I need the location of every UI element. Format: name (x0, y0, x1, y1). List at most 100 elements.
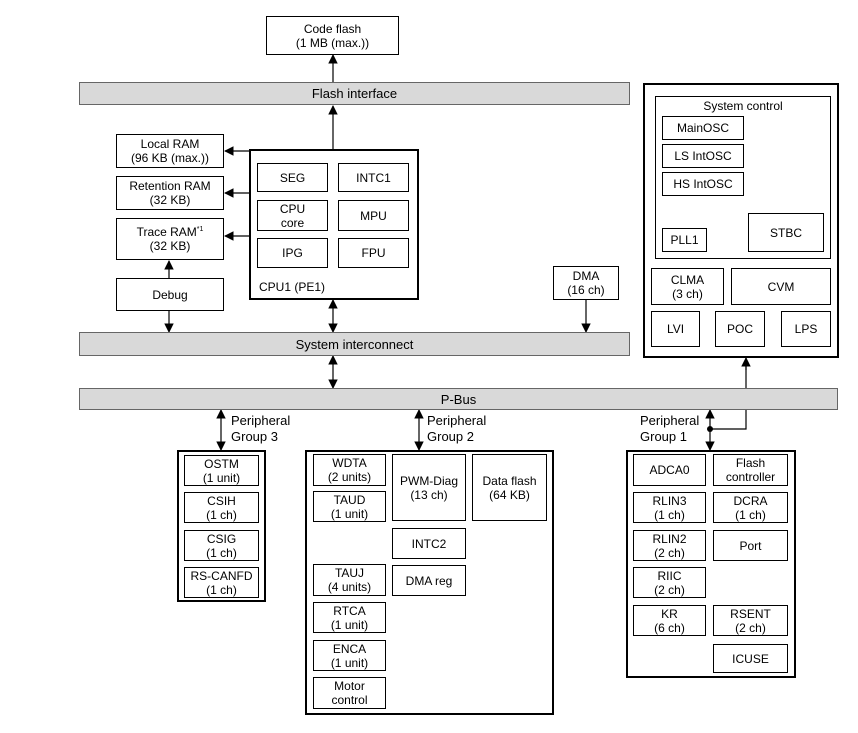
data-flash-title: Data flash (482, 473, 537, 488)
retention-ram-title: Retention RAM (129, 179, 211, 193)
debug-block: Debug (116, 278, 224, 311)
group3-label-2: Group 3 (231, 429, 278, 444)
rtca-block: RTCA (1 unit) (313, 602, 386, 633)
stbc-label: STBC (769, 225, 802, 240)
group3-label: Peripheral Group 3 (231, 413, 290, 445)
fpu-label: FPU (361, 246, 386, 260)
intc1-block: INTC1 (338, 163, 409, 192)
group1-label-2: Group 1 (640, 429, 687, 444)
pll1-label: PLL1 (670, 233, 699, 247)
dma-reg-block: DMA reg (392, 565, 466, 596)
data-flash-size: (64 KB) (489, 487, 530, 502)
motor-control-title: Motor (334, 679, 365, 693)
ostm-title: OSTM (204, 456, 239, 471)
adca0-block: ADCA0 (633, 454, 706, 486)
local-ram-size: (96 KB (max.)) (130, 151, 209, 165)
enca-title: ENCA (332, 641, 367, 656)
ls-intosc-block: LS IntOSC (662, 144, 744, 168)
ostm-block: OSTM (1 unit) (184, 455, 259, 486)
junction-dot (707, 426, 713, 432)
local-ram-block: Local RAM (96 KB (max.)) (116, 134, 224, 168)
retention-ram-size: (32 KB) (149, 193, 191, 207)
poc-block: POC (715, 311, 765, 347)
motor-control-subtitle: control (331, 693, 368, 707)
rscanfd-title: RS-CANFD (190, 568, 253, 583)
pbus-bar: P-Bus (79, 388, 838, 410)
taud-block: TAUD (1 unit) (313, 491, 386, 522)
enca-units: (1 unit) (330, 655, 369, 670)
arrow-systemcontrol-link (710, 358, 747, 430)
flash-controller-title: Flash (735, 456, 766, 470)
csig-title: CSIG (206, 531, 237, 546)
intc2-block: INTC2 (392, 528, 466, 559)
trace-ram-footnote: *1 (196, 226, 204, 233)
hs-intosc-label: HS IntOSC (673, 177, 733, 191)
csig-channels: (1 ch) (206, 545, 237, 560)
csih-title: CSIH (207, 493, 236, 508)
pwm-diag-block: PWM-Diag (13 ch) (392, 454, 466, 521)
dma-reg-label: DMA reg (405, 573, 453, 588)
system-interconnect-bar: System interconnect (79, 332, 630, 356)
lps-block: LPS (781, 311, 831, 347)
group2-label: Peripheral Group 2 (427, 413, 486, 445)
riic-title: RIIC (657, 568, 682, 583)
wdta-title: WDTA (332, 456, 367, 470)
local-ram-title: Local RAM (140, 137, 200, 151)
fpu-block: FPU (338, 238, 409, 268)
dma-channels: (16 ch) (567, 283, 605, 297)
cvm-label: CVM (767, 279, 795, 294)
kr-block: KR (6 ch) (633, 605, 706, 636)
trace-ram-name: Trace RAM (136, 225, 197, 239)
pll1-block: PLL1 (662, 228, 707, 252)
tauj-units: (4 units) (327, 580, 372, 594)
flash-interface-bar: Flash interface (79, 82, 630, 105)
system-control-title: System control (703, 99, 783, 113)
enca-block: ENCA (1 unit) (313, 640, 386, 671)
pwm-diag-channels: (13 ch) (410, 487, 448, 502)
seg-label: SEG (279, 170, 306, 185)
icuse-block: ICUSE (713, 644, 788, 673)
flash-interface-label: Flash interface (311, 86, 398, 101)
clma-channels: (3 ch) (672, 286, 703, 301)
motor-control-block: Motor control (313, 677, 386, 709)
wdta-block: WDTA (2 units) (313, 454, 386, 486)
rlin2-channels: (2 ch) (654, 545, 685, 560)
dcra-title: DCRA (733, 493, 768, 508)
mpu-label: MPU (360, 208, 387, 223)
clma-title: CLMA (670, 272, 705, 287)
trace-ram-size: (32 KB) (149, 239, 191, 253)
clma-block: CLMA (3 ch) (651, 268, 724, 305)
csih-channels: (1 ch) (206, 507, 237, 522)
code-flash-block: Code flash (1 MB (max.)) (266, 16, 399, 55)
group1-block (626, 450, 796, 678)
rscanfd-block: RS-CANFD (1 ch) (184, 567, 259, 598)
kr-title: KR (661, 606, 678, 621)
code-flash-size: (1 MB (max.)) (295, 35, 370, 50)
lps-label: LPS (794, 322, 818, 336)
ostm-units: (1 unit) (202, 470, 241, 485)
cvm-block: CVM (731, 268, 831, 305)
tauj-title: TAUJ (334, 566, 365, 580)
poc-label: POC (726, 322, 753, 336)
group1-label-1: Peripheral (640, 413, 700, 428)
ls-intosc-label: LS IntOSC (674, 149, 732, 163)
ipg-block: IPG (257, 238, 328, 268)
icuse-label: ICUSE (732, 651, 769, 666)
rlin2-title: RLIN2 (652, 531, 687, 546)
cpu-label: CPU1 (PE1) (259, 280, 326, 294)
group3-label-1: Peripheral (231, 413, 291, 428)
taud-title: TAUD (333, 492, 366, 507)
adca0-label: ADCA0 (649, 463, 690, 477)
mainosc-block: MainOSC (662, 116, 744, 140)
rscanfd-channels: (1 ch) (206, 582, 237, 597)
wdta-units: (2 units) (327, 470, 372, 484)
lvi-block: LVI (651, 311, 700, 347)
riic-block: RIIC (2 ch) (633, 567, 706, 598)
cpu-core-label-1: CPU (279, 201, 306, 216)
debug-label: Debug (152, 287, 188, 302)
dcra-channels: (1 ch) (735, 507, 766, 522)
trace-ram-title: Trace RAM*1 (137, 225, 204, 239)
flash-controller-subtitle: controller (725, 470, 776, 484)
